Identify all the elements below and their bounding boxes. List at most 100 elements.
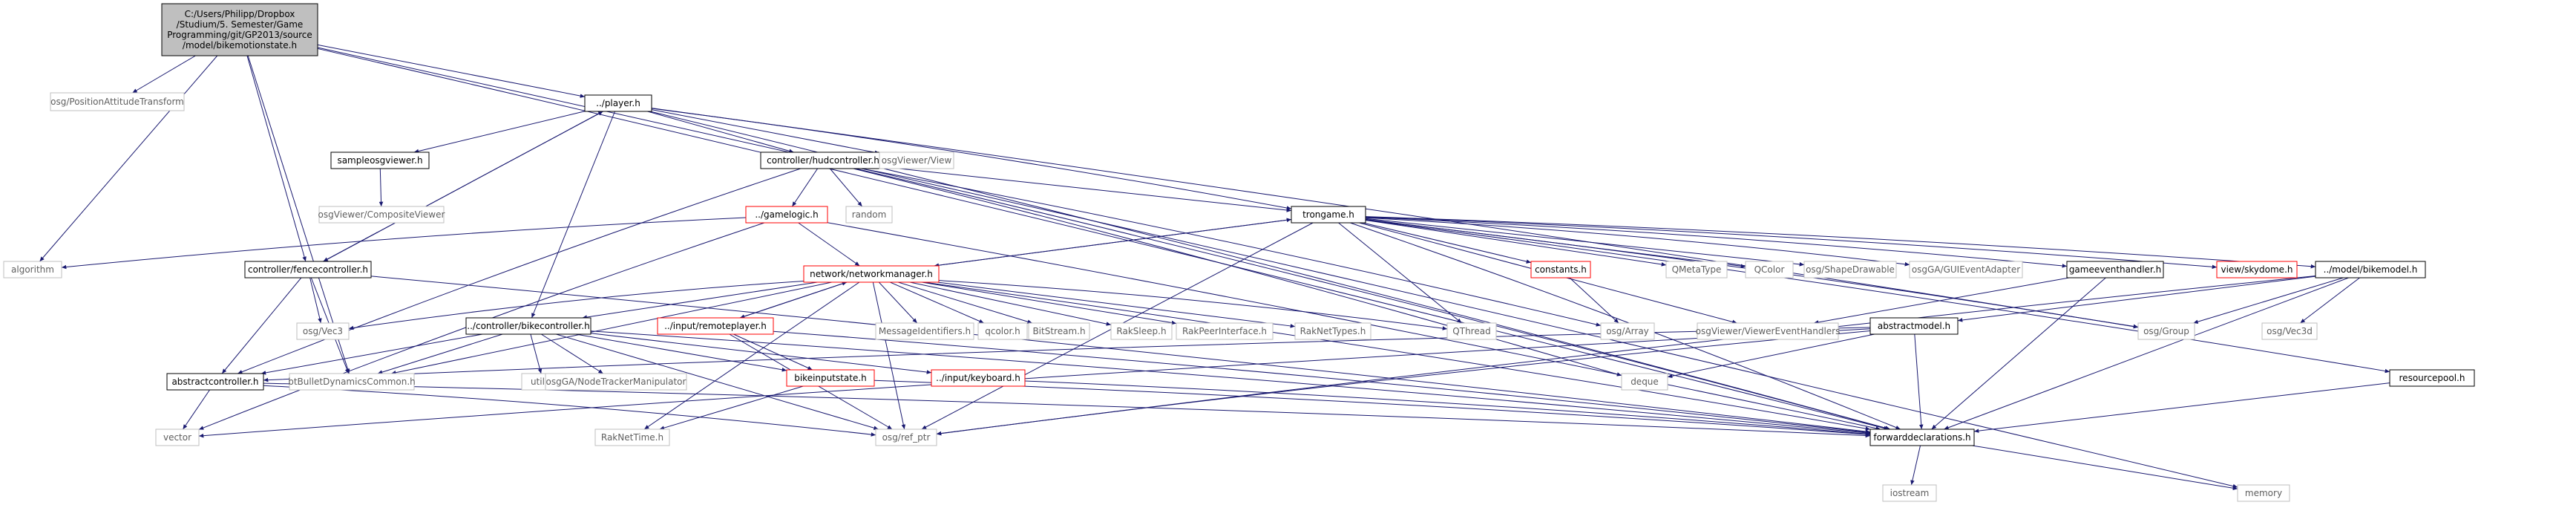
edge-root-to-fwd (317, 48, 1889, 431)
node-box (1665, 261, 1728, 278)
edge-remoteplayer-to-fwd (773, 330, 1871, 434)
node-label: iostream (1890, 488, 1930, 498)
edge-bikectrl-to-refptr (556, 333, 879, 430)
node-osgview: osgViewer/View (879, 152, 954, 169)
node-box (289, 373, 415, 391)
node-box (786, 369, 875, 387)
node-remoteplayer[interactable]: ../input/remoteplayer.h (657, 317, 774, 335)
node-label: ../controller/bikecontroller.h (467, 321, 589, 331)
edge-hud-to-gamelogic (791, 168, 819, 207)
node-label: abstractcontroller.h (171, 377, 258, 387)
node-label: network/networkmanager.h (810, 269, 933, 279)
edge-bikectrl-to-abstractctrl (260, 333, 483, 375)
node-box (166, 373, 264, 391)
node-nodetracker: osgGA/NodeTrackerManipulator (545, 373, 687, 391)
node-box (2261, 322, 2318, 340)
node-raksleep: RakSleep.h (1110, 322, 1173, 340)
node-box (330, 152, 430, 169)
node-sampleosg[interactable]: sampleosgviewer.h (330, 152, 430, 169)
edge-abstractmodel-to-vector (198, 328, 1871, 438)
node-label: RakNetTime.h (601, 432, 663, 443)
node-label: ../model/bikemodel.h (2324, 264, 2418, 275)
edge-abstractctrl-to-fwd (263, 382, 1871, 438)
node-box (2237, 484, 2290, 502)
node-qcolorh: qcolor.h (977, 322, 1028, 340)
edge-bikectrl-to-bikeinput (575, 333, 787, 372)
node-msgid: MessageIdentifiers.h (875, 322, 974, 340)
node-qmeta: QMetaType (1665, 261, 1728, 278)
node-label: osg/Vec3 (303, 326, 343, 336)
node-abstractmodel[interactable]: abstractmodel.h (1869, 317, 1959, 335)
edge-netmgr-to-vec3 (348, 280, 804, 330)
edge-remoteplayer-to-netmgr (739, 281, 848, 319)
node-abstractctrl[interactable]: abstractcontroller.h (166, 373, 264, 391)
node-box (545, 373, 687, 391)
node-label: RakSleep.h (1116, 326, 1166, 336)
edges-layer (39, 44, 2390, 491)
edge-fwd-to-iostream (1910, 445, 1921, 486)
edge-bikemodel-to-osggroup (2193, 277, 2344, 324)
node-bikemodel[interactable]: ../model/bikemodel.h (2315, 261, 2426, 278)
node-constants[interactable]: constants.h (1530, 261, 1591, 278)
edge-trongame-to-guievent (1365, 217, 1910, 267)
node-label: osgViewer/CompositeViewer (318, 209, 445, 220)
node-netmgr[interactable]: network/networkmanager.h (803, 265, 940, 283)
edge-trongame-to-bikemodel (1365, 216, 2316, 269)
node-raknettypes: RakNetTypes.h (1294, 322, 1371, 340)
edge-netmgr-to-bikectrl (582, 281, 818, 319)
node-bitstream: BitStream.h (1028, 322, 1090, 340)
node-box (1176, 322, 1274, 340)
edge-gamelogic-to-netmgr (798, 222, 860, 267)
node-fwd[interactable]: forwarddeclarations.h (1869, 429, 1975, 446)
node-box (2389, 369, 2475, 387)
node-random: random (845, 206, 893, 224)
node-box (3, 261, 62, 278)
node-box (2137, 322, 2195, 340)
node-label: trongame.h (1302, 209, 1354, 220)
edge-bikemodel-to-fwd (1944, 277, 2349, 430)
node-box (594, 429, 670, 446)
node-box (465, 317, 591, 335)
edge-trongame-to-fwd (1350, 222, 1901, 430)
edge-fwd-to-memory (1972, 445, 2238, 491)
node-resourcepool[interactable]: resourcepool.h (2389, 369, 2475, 387)
edge-root-to-player (317, 44, 586, 98)
edge-player-to-bikectrl (531, 111, 616, 319)
node-box (584, 94, 652, 112)
node-box (1621, 373, 1668, 391)
node-trongame[interactable]: trongame.h (1291, 206, 1366, 224)
node-gamelogic[interactable]: ../gamelogic.h (745, 206, 828, 224)
node-shapedraw: osg/ShapeDrawable (1803, 261, 1897, 278)
node-label: osg/PositionAttitudeTransform (50, 97, 184, 107)
node-root[interactable]: C:/Users/Philipp/Dropbox/Studium/5. Seme… (161, 3, 318, 56)
node-skydome[interactable]: view/skydome.h (2216, 261, 2298, 278)
node-box (1697, 322, 1839, 340)
edge-netmgr-to-fwd (923, 281, 1871, 431)
edge-netmgr-to-qcolorh (890, 281, 984, 324)
edge-resourcepool-to-fwd (1973, 382, 2390, 433)
node-qcolor_q: QColor (1745, 261, 1794, 278)
edge-netmgr-to-raksleep (909, 281, 1112, 326)
node-gameevent[interactable]: gameeventhandler.h (2066, 261, 2164, 278)
node-box (803, 265, 940, 283)
node-player[interactable]: ../player.h (584, 94, 652, 112)
node-fence[interactable]: controller/fencecontroller.h (244, 261, 372, 278)
node-label: osg/Group (2143, 326, 2189, 336)
node-box (875, 322, 974, 340)
node-bikeinput[interactable]: bikeinputstate.h (786, 369, 875, 387)
edge-abstractmodel-to-refptr (936, 330, 1871, 436)
edge-trongame-to-constants (1363, 222, 1532, 264)
edge-constants-to-osgarray (1569, 277, 1619, 324)
node-osgarray: osg/Array (1600, 322, 1655, 340)
node-viewerhandlers: osgViewer/ViewerEventHandlers (1696, 322, 1840, 340)
node-hud[interactable]: controller/hudcontroller.h (760, 152, 886, 169)
edge-gamelogic-to-algorithm (61, 217, 747, 270)
node-bikectrl[interactable]: ../controller/bikecontroller.h (465, 317, 591, 335)
node-label: abstractmodel.h (1878, 321, 1950, 331)
edge-hud-to-abstractctrl (237, 168, 801, 374)
node-keyboard[interactable]: ../input/keyboard.h (931, 369, 1026, 387)
node-box (161, 3, 318, 56)
edge-netmgr-to-raknettypes (937, 281, 1296, 328)
edge-abstractctrl-to-vector (183, 389, 210, 430)
